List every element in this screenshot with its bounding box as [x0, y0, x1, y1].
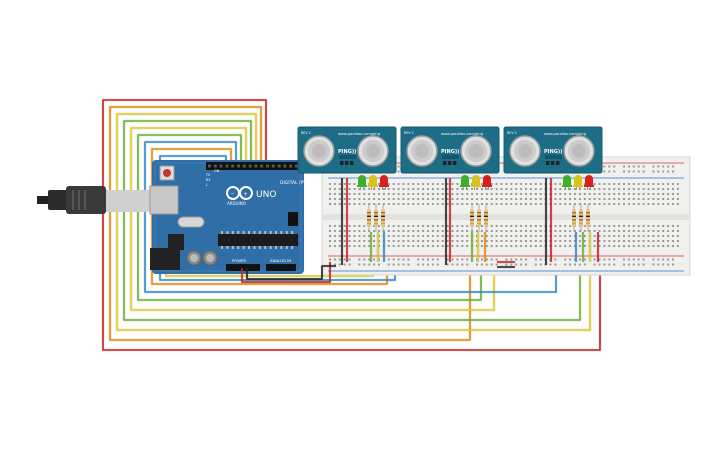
sensor-name: PING)) — [441, 149, 459, 155]
wire-loop-2[interactable] — [109, 106, 471, 341]
board-model: UNO — [256, 190, 276, 200]
resistor[interactable] — [381, 204, 385, 232]
leds — [357, 175, 594, 190]
analog-header[interactable] — [266, 264, 296, 271]
atmega-chip — [218, 234, 298, 246]
svg-text:−: − — [231, 191, 235, 197]
icsp-header — [288, 212, 298, 226]
usb-tip — [37, 196, 49, 204]
led-red[interactable] — [379, 175, 389, 190]
resistor[interactable] — [367, 204, 371, 232]
power-label: POWER — [232, 258, 246, 263]
power-header[interactable] — [226, 264, 260, 271]
sensor-pin[interactable] — [546, 161, 550, 165]
wires-front — [240, 178, 600, 284]
sensor-rev: REV C — [404, 131, 415, 135]
digital-label: DIGITAL (PWM~) — [280, 180, 318, 186]
resistor[interactable] — [374, 204, 378, 232]
wire-loop-1[interactable] — [102, 99, 601, 351]
led-green[interactable] — [562, 175, 572, 190]
svg-text:TX: TX — [205, 173, 211, 177]
usb-cable[interactable] — [37, 186, 164, 214]
svg-text:RX: RX — [206, 178, 211, 182]
svg-text:+: + — [244, 192, 248, 198]
wire-loop-3[interactable] — [116, 113, 591, 331]
sensor-url: www.parallax.com/ping — [338, 132, 380, 136]
resistor[interactable] — [572, 204, 576, 232]
sensor-pin[interactable] — [551, 161, 555, 165]
digital-header[interactable] — [206, 162, 302, 170]
svg-text:L: L — [206, 183, 208, 187]
led-green[interactable] — [460, 175, 470, 190]
resistor[interactable] — [586, 204, 590, 232]
resistor[interactable] — [484, 204, 488, 232]
resistor[interactable] — [579, 204, 583, 232]
board-brand: ARDUINO — [227, 201, 246, 206]
center-channel — [322, 214, 690, 220]
power-jack — [150, 248, 180, 270]
sensor-pin[interactable] — [345, 161, 349, 165]
sensor-pin[interactable] — [350, 161, 354, 165]
sensor-url: www.parallax.com/ping — [544, 132, 586, 136]
wire-loop-7[interactable] — [144, 141, 557, 293]
resistor[interactable] — [470, 204, 474, 232]
sensor-pin[interactable] — [443, 161, 447, 165]
wire-gnd[interactable] — [246, 265, 336, 280]
wire-loop-4[interactable] — [123, 120, 581, 321]
wire-loop-6[interactable] — [137, 134, 482, 301]
led-yellow[interactable] — [471, 175, 481, 190]
svg-text:ON: ON — [214, 169, 220, 173]
arduino-logo: − + — [226, 186, 253, 200]
analog-label: ANALOG IN — [270, 258, 291, 263]
usb-chip — [168, 234, 184, 250]
led-red[interactable] — [482, 175, 492, 190]
resistor[interactable] — [477, 204, 481, 232]
wire-loop-5[interactable] — [130, 127, 495, 311]
sensor-url: www.parallax.com/ping — [441, 132, 483, 136]
led-red[interactable] — [584, 175, 594, 190]
led-yellow[interactable] — [573, 175, 583, 190]
sensor-rev: REV C — [507, 131, 518, 135]
arduino-uno-board[interactable]: DIGITAL (PWM~) − + UNO ARDUINO ON TX RX … — [149, 160, 318, 274]
sensor-pin[interactable] — [453, 161, 457, 165]
sensor-name: PING)) — [544, 149, 562, 155]
led-yellow[interactable] — [368, 175, 378, 190]
usb-plug-body — [48, 190, 68, 210]
resistors — [367, 204, 590, 232]
sensor-pin[interactable] — [448, 161, 452, 165]
usb-b-socket — [149, 185, 179, 215]
sensor-pin[interactable] — [556, 161, 560, 165]
reset-button[interactable] — [163, 169, 171, 177]
sensor-name: PING)) — [338, 149, 356, 155]
led-green[interactable] — [357, 175, 367, 190]
sensor-pin[interactable] — [340, 161, 344, 165]
crystal — [177, 216, 205, 228]
wire-5v[interactable] — [241, 262, 331, 283]
sensor-rev: REV C — [301, 131, 312, 135]
